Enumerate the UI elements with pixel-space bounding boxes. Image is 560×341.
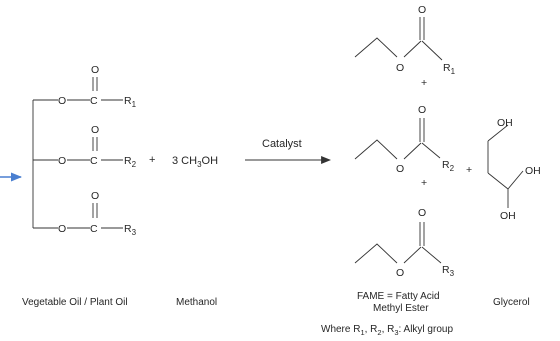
ethyl-zigzag [354,243,398,264]
c-r-bond [421,142,441,159]
plus-sign-glycerol: + [466,164,472,176]
o-c-bond [403,246,422,264]
fame-label-line1: FAME = Fatty Acid [357,291,440,302]
ethyl-zigzag [354,37,398,58]
r-symbol: R [442,159,450,171]
r-symbol: R [124,155,132,167]
vegetable-oil-label: Vegetable Oil / Plant Oil [22,297,128,308]
chain-r1: R1 [124,95,137,109]
r-subscript: 2 [132,160,137,169]
glycerol-bond [487,124,509,142]
c-r-bond [421,40,443,61]
r-symbol: R [443,62,451,74]
plus-sign-fame-2: + [421,177,427,189]
chain-r3: R3 [124,223,137,237]
note-subscript: 1 [360,328,364,337]
fame-molecule-2: O O R2 [354,104,455,175]
glycerol-molecule: OH OH OH [487,117,541,222]
ethyl-zigzag [354,139,398,160]
r-symbol: R [124,95,132,107]
methanol-subscript: 3 [197,160,202,169]
glycerol-label: Glycerol [493,297,530,308]
methanol-label: Methanol [176,297,217,308]
r-subscript: 1 [132,100,137,109]
fame-molecule-1: O O R1 [354,4,456,76]
ester-oxygen-2: O [58,155,66,167]
alkyl-group-note: Where R1, R2, R3: Alkyl group [321,324,453,337]
methanol-formula: 3 CH3OH [172,155,218,169]
hydroxyl-top: OH [497,117,513,129]
chain-r2: R2 [124,155,137,169]
glycerol-bond [507,170,524,190]
fame-molecule-3: O O R3 [354,207,455,279]
ester-oxygen-3: O [58,223,66,235]
r-symbol: R [442,264,450,276]
carbonyl-oxygen: O [418,104,426,116]
catalyst-label: Catalyst [262,138,302,150]
r-subscript: 1 [451,67,456,76]
note-subscript: 2 [377,328,381,337]
carbonyl-oxygen: O [418,4,426,16]
carbonyl-oxygen-3: O [91,190,99,202]
methanol-suffix: OH [202,155,219,167]
plus-sign-reactants: + [149,154,155,166]
carbonyl-carbon-3: C [90,223,98,235]
note-prefix: Where R [321,324,360,335]
plus-sign-fame-1: + [421,77,427,89]
note-suffix: : Alkyl group [399,324,454,335]
note-sep: , R [365,324,378,335]
fame-label-line2: Methyl Ester [373,303,429,314]
hydroxyl-right: OH [525,165,541,177]
r-subscript: 3 [450,269,455,278]
hydroxyl-bottom: OH [500,210,516,222]
chain-r3: R3 [442,264,455,278]
o-c-bond [403,142,422,160]
carbonyl-oxygen-1: O [91,64,99,76]
ester-oxygen: O [396,267,404,279]
chain-r1: R1 [443,62,456,76]
c-r-bond [421,246,442,264]
glycerol-bond [487,172,509,190]
note-sep: , R [382,324,395,335]
chain-r2: R2 [442,159,455,173]
note-subscript: 3 [394,328,398,337]
carbonyl-oxygen-2: O [91,124,99,136]
ester-oxygen-1: O [58,95,66,107]
ester-oxygen: O [396,62,404,74]
r-subscript: 2 [450,164,455,173]
o-c-bond [403,40,422,58]
carbonyl-oxygen: O [418,207,426,219]
ester-oxygen: O [396,163,404,175]
carbonyl-carbon-2: C [90,155,98,167]
carbonyl-carbon-1: C [90,95,98,107]
methanol-prefix: 3 CH [172,155,197,167]
triglyceride-structure: O C O R1 O C O R2 O C O R3 [32,64,137,237]
r-symbol: R [124,223,132,235]
r-subscript: 3 [132,228,137,237]
